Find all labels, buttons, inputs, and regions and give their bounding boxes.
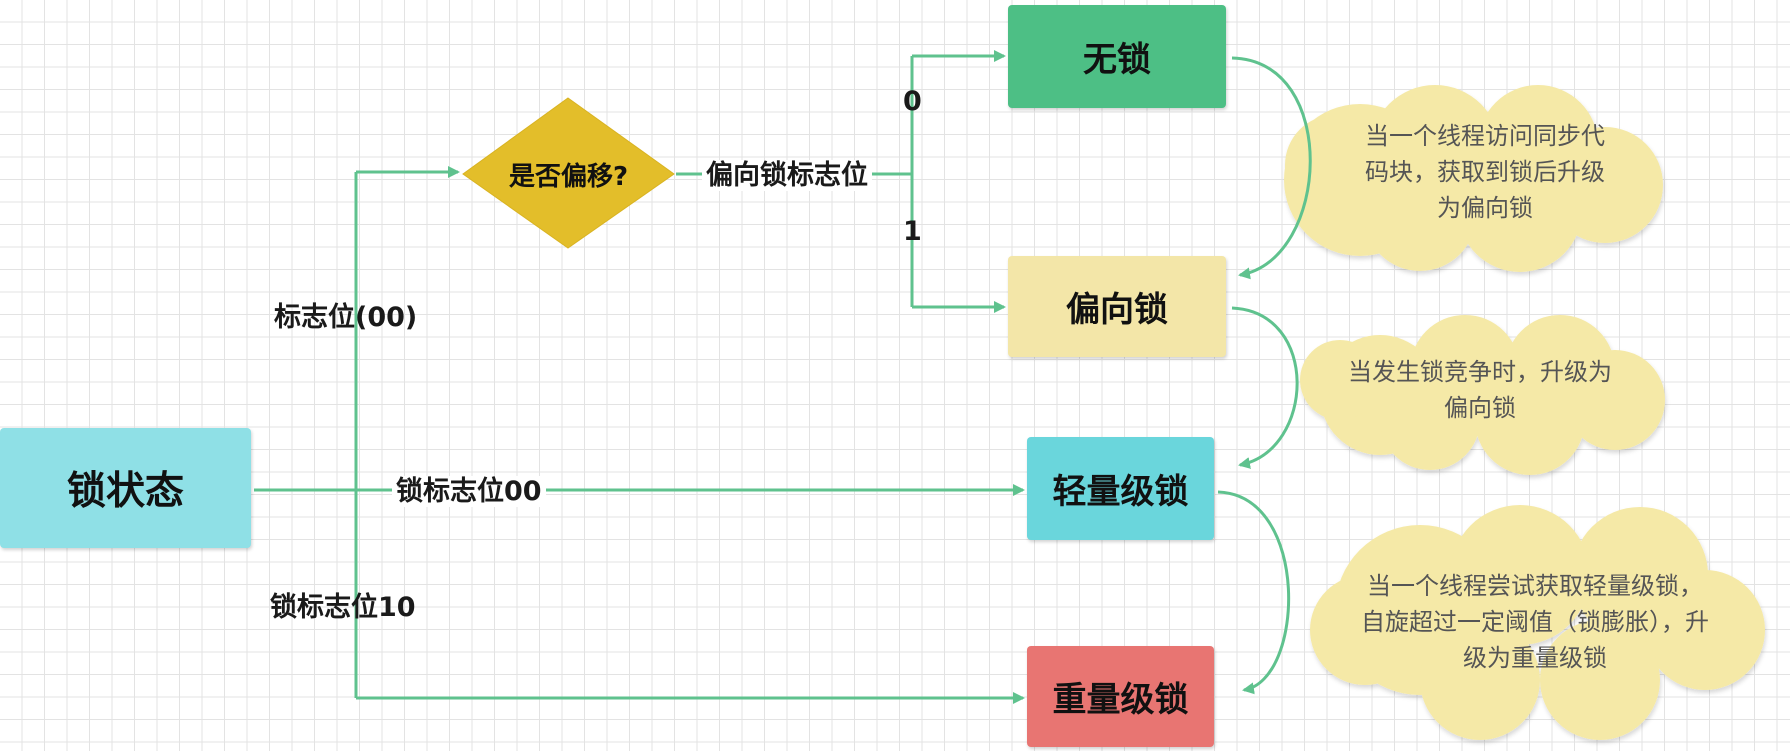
node-lightweight-lock: 轻量级锁 — [1027, 437, 1214, 540]
node-no-lock-label: 无锁 — [1083, 40, 1151, 80]
note-biased-line-3: 为偏向锁 — [1437, 194, 1533, 222]
note-lightweight-line-1: 当发生锁竞争时，升级为 — [1348, 358, 1612, 386]
edge-upgrade-no-to-biased — [1231, 56, 1312, 280]
node-heavyweight-lock-label: 重量级锁 — [1052, 680, 1189, 720]
edge-upgrade-light-to-heavy — [1217, 490, 1291, 695]
root-node-label: 锁状态 — [66, 469, 184, 514]
decision-label: 是否偏移? — [508, 161, 629, 192]
edge-label-branch-0: 0 — [903, 86, 922, 117]
edge-label-flag-00-paren: 标志位(00) — [274, 302, 418, 333]
note-biased-line-2: 码块，获取到锁后升级 — [1365, 158, 1605, 186]
note-heavyweight-line-2: 自旋超过一定阈值（锁膨胀），升 — [1361, 608, 1709, 636]
decision-diamond — [462, 97, 675, 249]
note-lightweight-line-2: 偏向锁 — [1444, 394, 1516, 422]
node-heavyweight-lock: 重量级锁 — [1027, 646, 1214, 747]
edge-label-lock-flag-10: 锁标志位10 — [270, 592, 416, 623]
edge-label-branch-1: 1 — [903, 216, 922, 247]
node-biased-lock-label: 偏向锁 — [1066, 290, 1168, 330]
note-text-biased: 当一个线程访问同步代 码块，获取到锁后升级 为偏向锁 — [1325, 118, 1645, 226]
note-cloud-biased — [1284, 85, 1663, 272]
note-text-lightweight: 当发生锁竞争时，升级为 偏向锁 — [1310, 354, 1650, 426]
note-heavyweight-line-1: 当一个线程尝试获取轻量级锁， — [1367, 572, 1703, 600]
node-biased-lock: 偏向锁 — [1008, 256, 1226, 357]
edge-label-biased-flag: 偏向锁标志位 — [702, 160, 872, 191]
edge-upgrade-biased-to-light — [1231, 306, 1299, 469]
note-biased-line-1: 当一个线程访问同步代 — [1365, 122, 1605, 150]
edge-label-lock-flag-00: 锁标志位00 — [392, 476, 546, 507]
root-node-lock-state: 锁状态 — [0, 428, 251, 548]
note-cloud-lightweight — [1300, 315, 1665, 475]
note-heavyweight-line-3: 级为重量级锁 — [1463, 644, 1607, 672]
node-lightweight-lock-label: 轻量级锁 — [1052, 472, 1189, 512]
note-text-heavyweight: 当一个线程尝试获取轻量级锁， 自旋超过一定阈值（锁膨胀），升 级为重量级锁 — [1300, 568, 1770, 676]
note-cloud-heavyweight — [1310, 505, 1765, 740]
node-no-lock: 无锁 — [1008, 5, 1226, 108]
